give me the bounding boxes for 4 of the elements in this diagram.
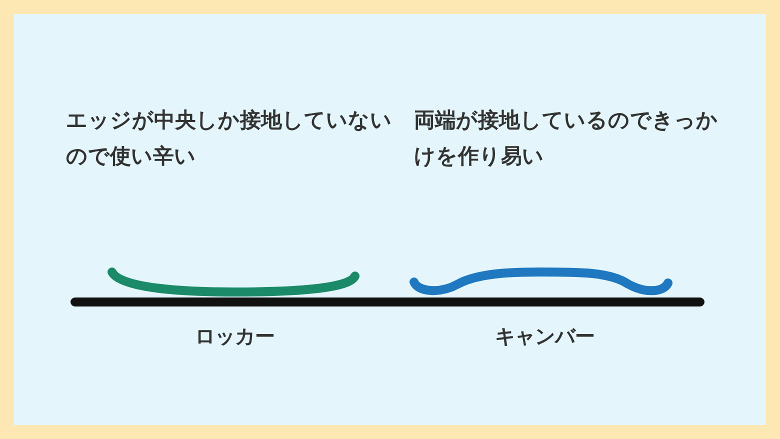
description-text: エッジが中央しか接地していないので使い辛い [66,107,393,170]
board-type-label: キャンバー [494,323,596,350]
board-type-label: ロッカー [194,323,276,350]
description-text: 両端が接地しているのできっかけを作り易い [414,107,719,170]
